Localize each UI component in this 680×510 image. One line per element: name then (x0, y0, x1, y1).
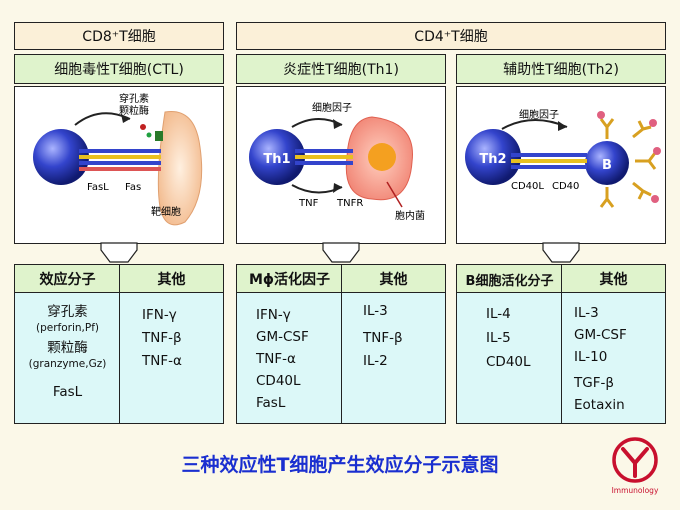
list-item: GM-CSF (574, 324, 627, 346)
ctl-panel-title: 细胞毒性T细胞(CTL) (14, 54, 224, 84)
list-item: GM-CSF (256, 326, 309, 348)
ctl-other-header: 其他 (119, 264, 224, 294)
cytokine-arrow (502, 120, 567, 129)
th2-panel-title: 辅助性T细胞(Th2) (456, 54, 666, 84)
b-cell-label: B (602, 158, 612, 173)
list-item: IL-3 (574, 302, 627, 324)
list-item: IL-4 (486, 302, 531, 326)
th1-title-text: 炎症性T细胞(Th1) (283, 59, 399, 79)
list-item: IL-2 (363, 350, 403, 373)
ctl-effector-header-text: 效应分子 (40, 269, 96, 289)
list-item: CD40L (256, 370, 309, 392)
th1-connector (323, 243, 359, 262)
th1-effector-items: IFN-γ GM-CSF TNF-α CD40L FasL (256, 304, 309, 414)
th1-diagram-box: Th1 细胞因子 TNF TNFR 胞内菌 (236, 86, 446, 244)
immunology-logo-icon (604, 436, 666, 484)
fas-label: Fas (125, 182, 141, 193)
list-item: IL-5 (486, 326, 531, 350)
cd8-group-header: CD8⁺T细胞 (14, 22, 224, 50)
th2-other-items: IL-3 GM-CSF IL-10 TGF-β Eotaxin (574, 302, 627, 416)
list-item: CD40L (486, 350, 531, 374)
cytokine-label: 细胞因子 (312, 101, 352, 114)
th2-other-header: 其他 (561, 264, 666, 294)
connector-arrows (0, 240, 680, 266)
cd40-label: CD40 (552, 181, 579, 192)
list-item: TNF-α (256, 348, 309, 370)
ctl-other-items: IFN-γ TNF-β TNF-α (142, 304, 182, 373)
cd4-group-header: CD4⁺T细胞 (236, 22, 666, 50)
list-item: IL-10 (574, 346, 627, 368)
perforin-label: 穿孔素 (119, 92, 149, 105)
logo-text: Immunology (604, 486, 666, 495)
th2-title-text: 辅助性T细胞(Th2) (503, 59, 619, 79)
th1-panel-title: 炎症性T细胞(Th1) (236, 54, 446, 84)
granule-dot (140, 124, 146, 130)
list-item-note: (granzyme,Gz) (14, 357, 121, 371)
ctl-effector-header: 效应分子 (14, 264, 121, 294)
granule-dot (147, 133, 152, 138)
list-item: FasL (14, 383, 121, 401)
list-item: IFN-γ (256, 304, 309, 326)
list-item: TGF-β (574, 372, 627, 394)
tnfr-label: TNFR (336, 198, 363, 209)
list-item: Eotaxin (574, 394, 627, 416)
intracellular-bacteria-label: 胞内菌 (395, 209, 425, 222)
tnf-label: TNF (298, 198, 319, 209)
ctl-connector (101, 243, 137, 262)
granzyme-label: 颗粒酶 (119, 104, 149, 117)
th1-other-header: 其他 (341, 264, 446, 294)
cytokine-label: 细胞因子 (519, 108, 559, 121)
th2-cell-label: Th2 (479, 152, 506, 167)
figure-title: 三种效应性T细胞产生效应分子示意图 (60, 450, 620, 477)
list-item: FasL (256, 392, 309, 414)
immunology-logo: Immunology (604, 436, 666, 496)
list-item: 穿孔素 (14, 303, 121, 321)
macrophage-nucleus (368, 143, 396, 171)
cd40l-label: CD40L (511, 181, 544, 192)
th1-effector-header: Mϕ活化因子 (236, 264, 343, 294)
ctl-diagram-box: 穿孔素 颗粒酶 FasL Fas 靶细胞 (14, 86, 224, 244)
list-item: TNF-α (142, 350, 182, 373)
th2-effector-header: B细胞活化分子 (456, 264, 563, 294)
fasl-label: FasL (87, 182, 109, 193)
th2-effector-header-text: B细胞活化分子 (466, 270, 554, 289)
th1-other-items: IL-3 TNF-β IL-2 (363, 300, 403, 373)
th2-other-header-text: 其他 (600, 269, 628, 289)
ctl-other-header-text: 其他 (158, 269, 186, 289)
cd8-group-label: CD8⁺T细胞 (82, 26, 155, 46)
th2-effector-items: IL-4 IL-5 CD40L (486, 302, 531, 374)
th1-other-header-text: 其他 (380, 269, 408, 289)
cd4-group-label: CD4⁺T细胞 (414, 26, 487, 46)
synapse-bands (295, 149, 353, 165)
synapse-bands (511, 153, 587, 169)
th1-effector-header-text: Mϕ活化因子 (249, 269, 330, 289)
th1-diagram: Th1 细胞因子 TNF TNFR 胞内菌 (237, 87, 444, 242)
th2-diagram: Th2 B 细胞因子 CD40L CD40 (457, 87, 664, 242)
list-item-note: (perforin,Pf) (14, 321, 121, 335)
list-item: 颗粒酶 (14, 339, 121, 357)
ctl-title-text: 细胞毒性T细胞(CTL) (54, 59, 184, 79)
list-item: TNF-β (363, 327, 403, 350)
list-item: IFN-γ (142, 304, 182, 327)
ctl-effector-items: 穿孔素 (perforin,Pf) 颗粒酶 (granzyme,Gz) FasL (14, 303, 121, 401)
target-cell-label: 靶细胞 (151, 205, 181, 218)
th1-cell-label: Th1 (263, 152, 290, 167)
synapse-bands (79, 149, 161, 171)
list-item: TNF-β (142, 327, 182, 350)
ctl-diagram: 穿孔素 颗粒酶 FasL Fas 靶细胞 (15, 87, 222, 242)
perforin-pore (155, 131, 163, 141)
list-item: IL-3 (363, 300, 403, 323)
th2-connector (543, 243, 579, 262)
th2-diagram-box: Th2 B 细胞因子 CD40L CD40 (456, 86, 666, 244)
